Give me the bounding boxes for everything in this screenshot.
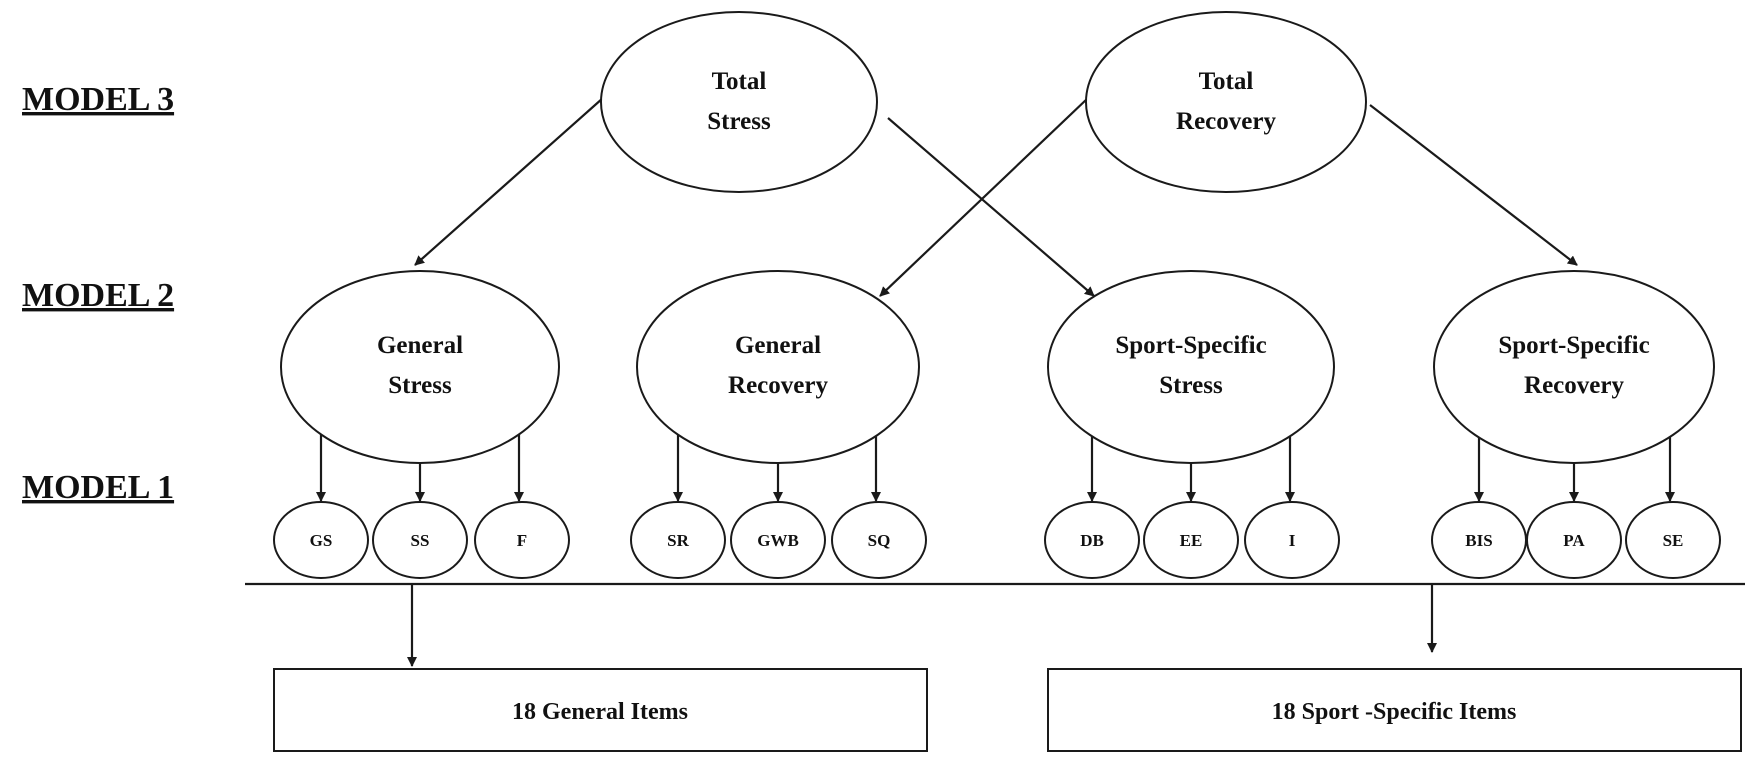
node-gwb: GWB (730, 501, 826, 579)
db-label: DB (1080, 531, 1104, 550)
arrow-total-recovery-to-sport-recovery (1369, 104, 1578, 266)
node-sq: SQ (831, 501, 927, 579)
total-stress-line1: Total (712, 68, 767, 95)
node-sport-specific-recovery: Sport-Specific Recovery (1433, 270, 1715, 464)
sport-recovery-line2: Recovery (1524, 372, 1624, 399)
se-label: SE (1663, 531, 1684, 550)
gwb-label: GWB (757, 531, 799, 550)
node-f: F (474, 501, 570, 579)
sport-recovery-line1: Sport-Specific (1498, 332, 1649, 359)
node-i: I (1244, 501, 1340, 579)
arrow-total-stress-to-sport-stress (887, 117, 1095, 297)
ss-label: SS (411, 531, 430, 550)
box-general-items: 18 General Items (273, 668, 928, 752)
node-db: DB (1044, 501, 1140, 579)
node-se: SE (1625, 501, 1721, 579)
node-total-stress: Total Stress (600, 11, 878, 193)
general-recovery-line2: Recovery (728, 372, 828, 399)
node-ee: EE (1143, 501, 1239, 579)
bis-label: BIS (1465, 531, 1492, 550)
sr-label: SR (667, 531, 689, 550)
i-label: I (1289, 531, 1296, 550)
general-recovery-line1: General (735, 332, 821, 359)
node-bis: BIS (1431, 501, 1527, 579)
general-stress-line2: Stress (388, 372, 452, 399)
model-3-label: MODEL 3 (22, 81, 174, 118)
general-items-label: 18 General Items (512, 699, 688, 725)
arrow-total-stress-to-general-stress (414, 97, 604, 266)
node-total-recovery: Total Recovery (1085, 11, 1367, 193)
f-label: F (517, 531, 527, 550)
node-gs: GS (273, 501, 369, 579)
pa-label: PA (1563, 531, 1585, 550)
ee-label: EE (1180, 531, 1203, 550)
box-sport-specific-items: 18 Sport -Specific Items (1047, 668, 1742, 752)
total-stress-line2: Stress (707, 108, 771, 135)
model-2-label: MODEL 2 (22, 277, 174, 314)
total-recovery-line2: Recovery (1176, 108, 1276, 135)
sport-stress-line2: Stress (1159, 372, 1223, 399)
sport-stress-line1: Sport-Specific (1115, 332, 1266, 359)
node-sport-specific-stress: Sport-Specific Stress (1047, 270, 1335, 464)
sport-items-label: 18 Sport -Specific Items (1272, 699, 1517, 725)
general-stress-line1: General (377, 332, 463, 359)
node-ss: SS (372, 501, 468, 579)
edges-model2-to-model1 (316, 432, 1675, 502)
node-general-stress: General Stress (280, 270, 560, 464)
edges-model3-to-model2 (414, 97, 1578, 297)
sq-label: SQ (868, 531, 891, 550)
gs-label: GS (310, 531, 333, 550)
arrow-total-recovery-to-general-recovery (879, 97, 1089, 297)
model-1-label: MODEL 1 (22, 469, 174, 506)
node-pa: PA (1526, 501, 1622, 579)
node-general-recovery: General Recovery (636, 270, 920, 464)
node-sr: SR (630, 501, 726, 579)
total-recovery-line1: Total (1199, 68, 1254, 95)
